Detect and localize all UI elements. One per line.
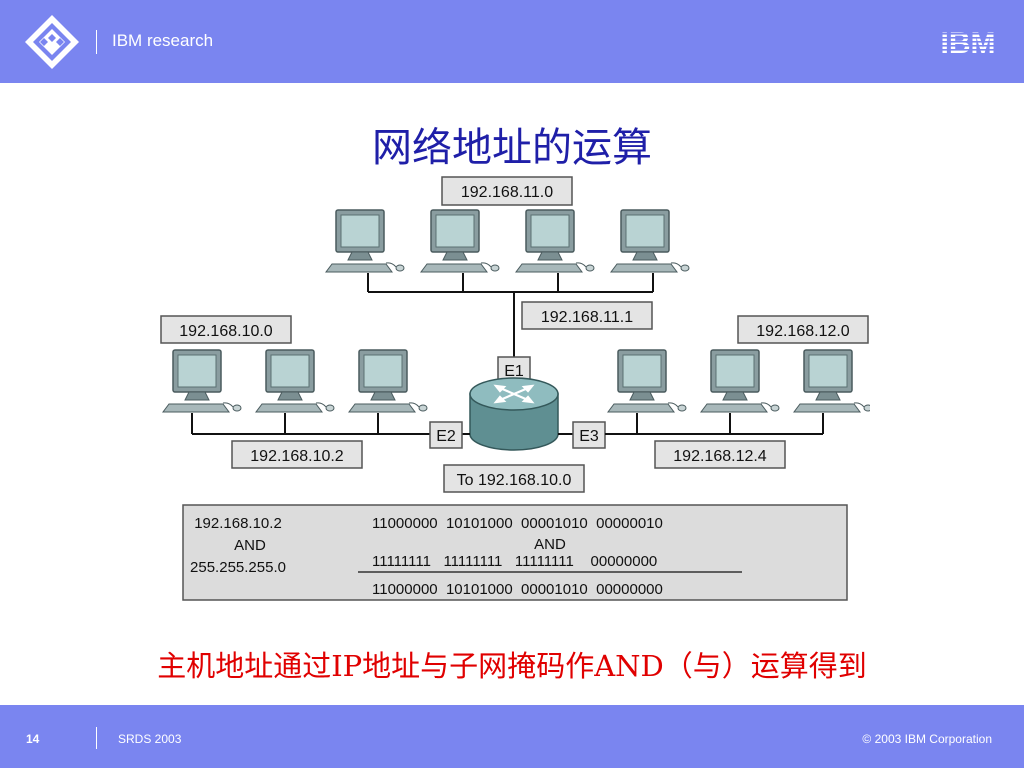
mask-binary: 11111111 11111111 11111111 00000000	[372, 553, 657, 570]
top-bus	[367, 273, 654, 357]
computer-icon	[607, 349, 687, 413]
computer-icon	[610, 209, 690, 273]
diamond-logo-icon	[25, 15, 79, 69]
port-e1-label: E1	[504, 363, 524, 380]
slide-title: 网络地址的运算	[372, 125, 652, 171]
network-diagram: 192.168.11.0 192.168.11.1 192.168.10.0 1…	[160, 176, 870, 601]
computer-icon	[255, 349, 335, 413]
top-gateway-label: 192.168.11.1	[541, 309, 633, 326]
copyright-text: © 2003 IBM Corporation	[862, 732, 992, 746]
router-icon	[469, 377, 559, 451]
top-gateway-box	[521, 301, 653, 330]
top-network-box	[441, 176, 573, 206]
right-network-label: 192.168.12.0	[756, 323, 850, 340]
header-divider	[96, 30, 97, 54]
right-gateway-label: 192.168.12.4	[673, 448, 767, 465]
top-network-label: 192.168.11.0	[461, 184, 553, 201]
computer-icon	[420, 209, 500, 273]
left-bus	[191, 413, 430, 435]
right-gateway-box	[654, 440, 786, 469]
ip-address: 192.168.10.2	[194, 515, 282, 532]
right-bus	[573, 413, 824, 435]
right-network-box	[737, 315, 869, 344]
and-operator: AND	[234, 537, 266, 554]
footer-bar: 14 SRDS 2003 © 2003 IBM Corporation	[0, 705, 1024, 768]
calculation-panel	[182, 504, 848, 601]
header-bar: IBM research IBM	[0, 0, 1024, 83]
port-e2-box	[429, 421, 463, 449]
result-binary: 11000000 10101000 00001010 00000000	[372, 581, 663, 598]
page-number: 14	[26, 732, 40, 746]
footer-event: SRDS 2003	[118, 732, 182, 746]
subnet-mask: 255.255.255.0	[190, 559, 286, 576]
computer-icon	[515, 209, 595, 273]
computer-icon	[700, 349, 780, 413]
computer-icon	[325, 209, 405, 273]
port-e3-label: E3	[579, 428, 599, 445]
computer-icon	[348, 349, 428, 413]
slide-caption: 主机地址通过IP地址与子网掩码作AND（与）运算得到	[157, 649, 867, 683]
binary-and-operator: AND	[534, 536, 566, 553]
computer-icon	[793, 349, 870, 413]
port-e2-label: E2	[436, 428, 456, 445]
left-gateway-box	[231, 440, 363, 469]
ibm-logo-icon: IBM	[934, 28, 1002, 56]
footer-divider	[96, 727, 97, 749]
left-gateway-label: 192.168.10.2	[250, 448, 344, 465]
left-network-label: 192.168.10.0	[179, 323, 273, 340]
destination-box	[443, 464, 585, 493]
computer-icon	[162, 349, 242, 413]
ip-binary: 11000000 10101000 00001010 00000010	[372, 515, 663, 532]
destination-label: To 192.168.10.0	[457, 472, 572, 489]
left-network-box	[160, 315, 292, 344]
org-name: IBM research	[112, 31, 214, 50]
